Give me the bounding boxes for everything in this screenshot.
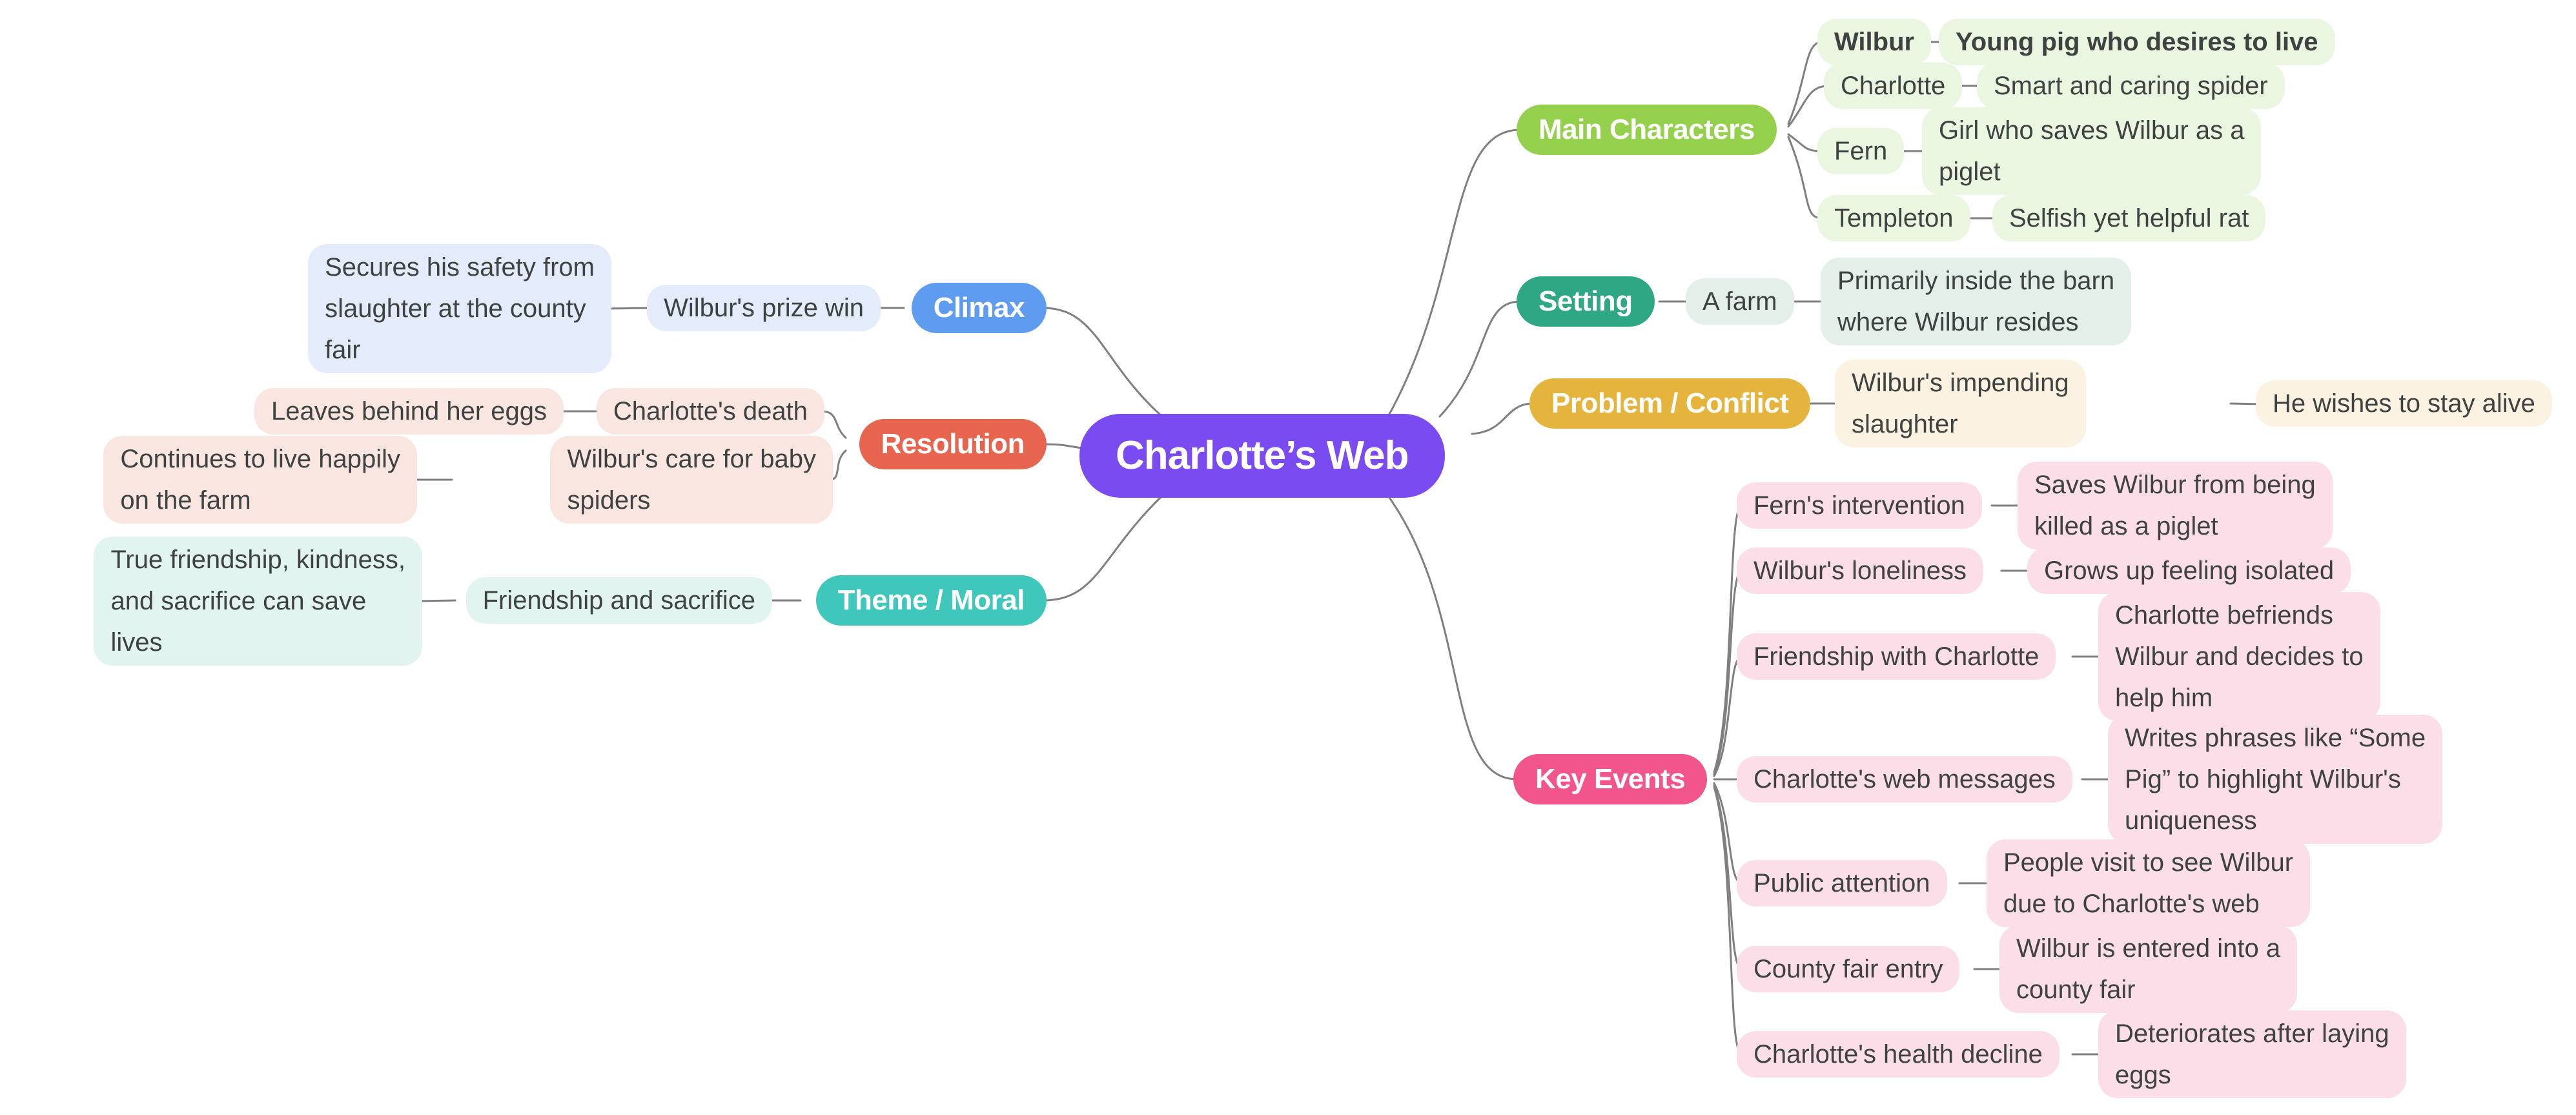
desc-node-friendship-and-sacrifice[interactable]: True friendship, kindness, and sacrifice… xyxy=(94,537,422,666)
child-node-wilburs-loneliness[interactable]: Wilbur's loneliness xyxy=(1737,547,1983,594)
branch-node-resolution[interactable]: Resolution xyxy=(859,419,1047,469)
child-node-charlottes-death[interactable]: Charlotte's death xyxy=(596,388,824,435)
connector-center-setting xyxy=(1438,300,1522,418)
child-node-impending-slaughter[interactable]: Wilbur's impending slaughter xyxy=(1835,360,2086,447)
child-node-county-fair-entry[interactable]: County fair entry xyxy=(1737,946,1960,992)
child-node-health-decline[interactable]: Charlotte's health decline xyxy=(1737,1031,2060,1078)
child-node-wilbur[interactable]: Wilbur xyxy=(1817,19,1932,65)
desc-node-charlottes-death[interactable]: Leaves behind her eggs xyxy=(254,388,564,435)
connector-branch-child xyxy=(1713,504,1743,773)
desc-node-impending-slaughter[interactable]: He wishes to stay alive xyxy=(2256,380,2552,427)
desc-node-ferns-intervention[interactable]: Saves Wilbur from being killed as a pigl… xyxy=(2018,462,2333,549)
child-node-templeton[interactable]: Templeton xyxy=(1817,195,1970,241)
branch-node-key-events[interactable]: Key Events xyxy=(1513,754,1708,804)
child-node-a-farm[interactable]: A farm xyxy=(1686,278,1794,325)
desc-node-health-decline[interactable]: Deteriorates after laying eggs xyxy=(2098,1010,2406,1098)
desc-node-templeton[interactable]: Selfish yet helpful rat xyxy=(1992,195,2266,241)
branch-node-problem-conflict[interactable]: Problem / Conflict xyxy=(1529,378,1811,429)
desc-node-prize-win[interactable]: Secures his safety from slaughter at the… xyxy=(308,244,611,373)
desc-node-charlotte[interactable]: Smart and caring spider xyxy=(1977,63,2285,109)
child-node-prize-win[interactable]: Wilbur's prize win xyxy=(647,285,881,331)
child-node-friendship-with-charlotte[interactable]: Friendship with Charlotte xyxy=(1737,633,2056,680)
desc-node-public-attention[interactable]: People visit to see Wilbur due to Charlo… xyxy=(1987,839,2311,927)
connector-branch-child xyxy=(1713,786,1743,1056)
connector-center-main-characters xyxy=(1387,128,1522,418)
connector-branch-child xyxy=(820,410,847,439)
child-node-friendship-and-sacrifice[interactable]: Friendship and sacrifice xyxy=(465,577,772,624)
desc-node-friendship-with-charlotte[interactable]: Charlotte befriends Wilbur and decides t… xyxy=(2098,592,2380,721)
connector-branch-child xyxy=(1787,85,1830,128)
center-node-charlottes-web[interactable]: Charlotte’s Web xyxy=(1079,414,1445,498)
connector-center-problem-conflict xyxy=(1471,402,1535,435)
connector-center-theme-moral xyxy=(1041,495,1163,602)
connector-branch-child xyxy=(1713,569,1743,775)
desc-node-web-messages[interactable]: Writes phrases like “Some Pig” to highli… xyxy=(2108,715,2443,844)
connector-center-climax xyxy=(1041,307,1163,418)
desc-node-care-for-baby-spiders[interactable]: Continues to live happily on the farm xyxy=(103,436,417,524)
desc-node-wilbur[interactable]: Young pig who desires to live xyxy=(1939,19,2335,65)
branch-node-setting[interactable]: Setting xyxy=(1517,276,1655,327)
desc-node-county-fair-entry[interactable]: Wilbur is entered into a county fair xyxy=(1999,925,2298,1013)
child-node-care-for-baby-spiders[interactable]: Wilbur's care for baby spiders xyxy=(550,436,833,524)
child-node-fern[interactable]: Fern xyxy=(1817,128,1905,174)
child-node-ferns-intervention[interactable]: Fern's intervention xyxy=(1737,482,1982,529)
branch-node-main-characters[interactable]: Main Characters xyxy=(1517,105,1777,155)
connector-branch-child xyxy=(1787,41,1823,125)
connector-center-key-events xyxy=(1387,495,1518,781)
connector-center-resolution xyxy=(1041,443,1083,449)
child-node-public-attention[interactable]: Public attention xyxy=(1737,860,1947,906)
branch-node-theme-moral[interactable]: Theme / Moral xyxy=(815,575,1047,626)
branch-node-climax[interactable]: Climax xyxy=(911,283,1047,333)
child-node-charlotte[interactable]: Charlotte xyxy=(1824,63,1963,109)
desc-node-a-farm[interactable]: Primarily inside the barn where Wilbur r… xyxy=(1821,258,2132,345)
connector-child-desc xyxy=(417,599,456,602)
connector-branch-child xyxy=(1787,136,1823,220)
child-node-web-messages[interactable]: Charlotte's web messages xyxy=(1737,756,2072,803)
connector-child-desc xyxy=(606,307,653,310)
desc-node-wilburs-loneliness[interactable]: Grows up feeling isolated xyxy=(2027,547,2351,594)
desc-node-fern[interactable]: Girl who saves Wilbur as a piglet xyxy=(1922,107,2262,195)
